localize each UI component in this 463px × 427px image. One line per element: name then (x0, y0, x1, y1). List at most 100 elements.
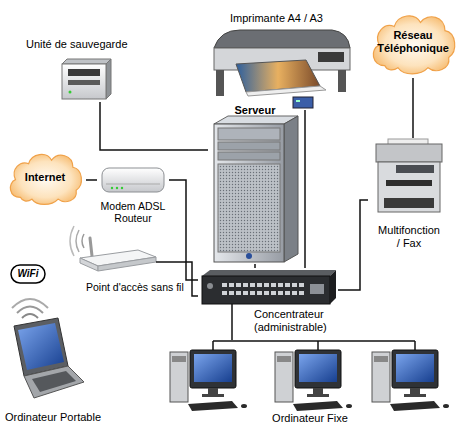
cloud-text-holder: Internet (4, 146, 86, 208)
wifi-logo-frame (11, 265, 45, 283)
network-cable (412, 78, 414, 138)
mfp-panel (396, 165, 434, 173)
mfp-slot (386, 180, 432, 186)
pc-screen (396, 354, 434, 382)
server-bay (218, 128, 280, 140)
modem-seam (106, 184, 160, 185)
pc-base (307, 394, 329, 397)
node-label: Unité de sauvegarde (26, 38, 138, 51)
pc-base (202, 394, 224, 397)
backup-top (62, 59, 111, 64)
pc-mouse (346, 404, 352, 408)
wireless-wave (70, 226, 74, 256)
laptop-lid (14, 318, 68, 376)
pc-tower (170, 352, 188, 402)
switch-ports (222, 283, 304, 295)
switch-front (202, 276, 330, 304)
node-label: Serveur (208, 104, 302, 117)
desktop-icon (170, 350, 247, 411)
desktop-cabling (213, 341, 415, 350)
server: Serveur (208, 104, 302, 264)
desktop-icon (372, 350, 449, 411)
print-server-box (293, 97, 313, 108)
pc-monitor (392, 350, 438, 388)
modem-body (102, 168, 164, 192)
server-side (284, 116, 298, 262)
cable-drop (317, 341, 319, 350)
backup-led (69, 91, 72, 94)
pc-keyboard (390, 401, 440, 411)
pc-keyboard (293, 401, 343, 411)
printer-icon (214, 30, 350, 96)
mfp-lid (376, 144, 442, 162)
cable-stub (156, 261, 184, 263)
pc-monitor (190, 350, 236, 388)
node-label: Réseau Téléphonique (372, 29, 454, 54)
wireless-wave (82, 234, 84, 248)
printer-stand (216, 70, 224, 96)
laptop-screen (18, 323, 64, 370)
network-cable (231, 336, 233, 340)
desktop-computers: Ordinateur Fixe (165, 340, 455, 427)
pc-keyboard (188, 401, 238, 411)
internet-cloud: Internet (4, 146, 86, 208)
network-cable (184, 262, 198, 296)
cable-drop (212, 341, 214, 350)
print-server-icon (293, 97, 313, 108)
backup-slot (68, 80, 100, 85)
desktop-icon (275, 350, 352, 411)
wireless-wave (22, 314, 38, 318)
pc-stand (208, 388, 218, 394)
node-label: Concentrateur (administrable) (254, 308, 338, 333)
ap-front (98, 257, 156, 271)
server-logo (246, 253, 252, 259)
switch-top (202, 270, 336, 276)
cloud-text-holder: Réseau Téléphonique (366, 6, 460, 78)
backup-unit-icon (62, 59, 111, 99)
printer-cover (214, 30, 350, 48)
printer-stand (338, 70, 346, 92)
switch-uplink (310, 284, 324, 294)
pc-mouse (241, 404, 247, 408)
pc-monitor (295, 350, 341, 388)
cable-drop (414, 341, 416, 350)
mfp-body (378, 162, 440, 212)
backup-unit: Unité de sauvegarde (26, 38, 138, 102)
cable-bar (213, 340, 415, 342)
switch-side (330, 270, 336, 304)
network-cable (304, 110, 306, 268)
phone-network-cloud: Réseau Téléphonique (366, 6, 460, 78)
printer: Imprimante A4 / A3 (205, 10, 355, 110)
laptop: Ordinateur Portable (2, 300, 122, 425)
pc-screen (299, 354, 337, 382)
wireless-access-point: Point d'accès sans fil (72, 232, 184, 296)
modem-led (111, 187, 113, 189)
print-server-led (296, 100, 300, 102)
pc-drive (277, 356, 291, 362)
printer-panel (318, 52, 344, 62)
wifi-logo-text: WiFi (11, 268, 45, 280)
multifunction-fax: Multifonction / Fax (368, 138, 450, 256)
network-cable (338, 200, 368, 290)
backup-slot (68, 69, 100, 76)
laptop-base (24, 366, 84, 398)
node-label: Point d'accès sans fil (86, 281, 184, 293)
backup-front (62, 64, 106, 99)
network-cable (169, 180, 198, 280)
wireless-wave (76, 230, 79, 252)
modem-led (121, 187, 123, 189)
wireless-wave (17, 307, 43, 314)
server-tower-icon (214, 116, 298, 262)
multifunction-icon (376, 139, 442, 212)
pc-screen (194, 354, 232, 382)
laptop-icon (12, 299, 84, 398)
laptop-keyboard (32, 371, 76, 392)
modem-router: Modem ADSL Routeur (97, 164, 169, 230)
pc-stand (410, 388, 420, 394)
server-bay (218, 152, 280, 160)
pc-drive (172, 356, 186, 362)
switch-logo (207, 283, 213, 289)
network-cable (86, 179, 97, 181)
wireless-wave (12, 299, 48, 308)
